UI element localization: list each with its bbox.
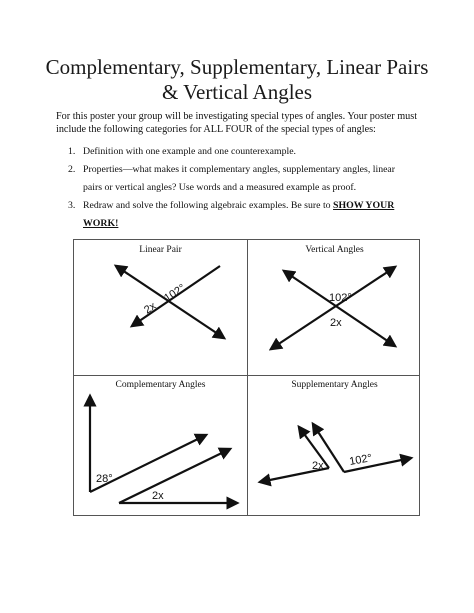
linear-pair-label-102: 102° <box>162 282 188 304</box>
list-item: 1. Definition with one example and one co… <box>56 143 296 160</box>
supplementary-ray-3 <box>311 421 345 473</box>
supplementary-label-102: 102° <box>348 452 373 468</box>
supplementary-label-2x: 2x <box>312 460 324 472</box>
list-item-text: Redraw and solve the following algebraic… <box>83 200 334 211</box>
cell-title-complementary-angles: Complementary Angles <box>115 380 206 390</box>
show-your-work-emphasis-continued: WORK! <box>83 218 119 229</box>
show-your-work-emphasis: SHOW YOUR <box>333 200 395 211</box>
supplementary-ray-1 <box>297 424 330 469</box>
linear-pair-label-2x: 2x <box>142 300 159 317</box>
vertical-angles-line-2 <box>268 265 398 351</box>
complementary-label-2x: 2x <box>152 490 164 502</box>
angles-table: Linear Pair Vertical Angles Complementar… <box>73 239 420 516</box>
list-item-text: Definition with one example and one coun… <box>83 146 297 157</box>
complementary-second-diagonal-ray <box>118 447 233 504</box>
list-item-text-continued: pairs or vertical angles? Use words and … <box>83 182 357 193</box>
list-item-number: 1. <box>68 146 76 157</box>
table-divider-horizontal <box>74 375 419 376</box>
supplementary-angles-diagram <box>257 421 414 487</box>
list-item-number: 3. <box>68 200 76 211</box>
supplementary-ray-2 <box>257 466 330 487</box>
intro-line: include the following categories for ALL… <box>56 124 376 135</box>
vertical-angles-line-1 <box>281 269 398 348</box>
list-item: 3. Redraw and solve the following algebra… <box>56 197 394 214</box>
supplementary-ray-4 <box>343 453 414 474</box>
list-item-text: Properties—what makes it complementary a… <box>83 164 396 175</box>
page-title: Complementary, Supplementary, Linear Pai… <box>45 55 429 79</box>
cell-title-supplementary-angles: Supplementary Angles <box>291 380 378 390</box>
page-subtitle: & Vertical Angles <box>161 80 313 104</box>
intro-line: For this poster your group will be inves… <box>56 111 418 122</box>
complementary-angles-diagram <box>83 393 240 510</box>
linear-pair-diagram <box>113 264 227 340</box>
vertical-angles-label-102: 102° <box>329 292 352 304</box>
angle-diagrams: 2x 102° 102° 2x 28° 2x 2x 102° <box>83 264 414 510</box>
list-item: 2. Properties—what makes it complementary… <box>56 161 395 178</box>
linear-pair-ray <box>129 265 221 328</box>
list-item-number: 2. <box>68 164 76 175</box>
table-divider-vertical <box>247 240 248 515</box>
linear-pair-line <box>113 264 227 340</box>
cell-title-vertical-angles: Vertical Angles <box>305 245 364 255</box>
vertical-angles-diagram <box>268 265 398 351</box>
complementary-diagonal-ray <box>89 433 209 493</box>
vertical-angles-label-2x: 2x <box>330 317 342 329</box>
cell-title-linear-pair: Linear Pair <box>139 245 182 255</box>
complementary-label-28: 28° <box>96 473 113 485</box>
intro-paragraph: For this poster your group will be inves… <box>56 110 426 136</box>
